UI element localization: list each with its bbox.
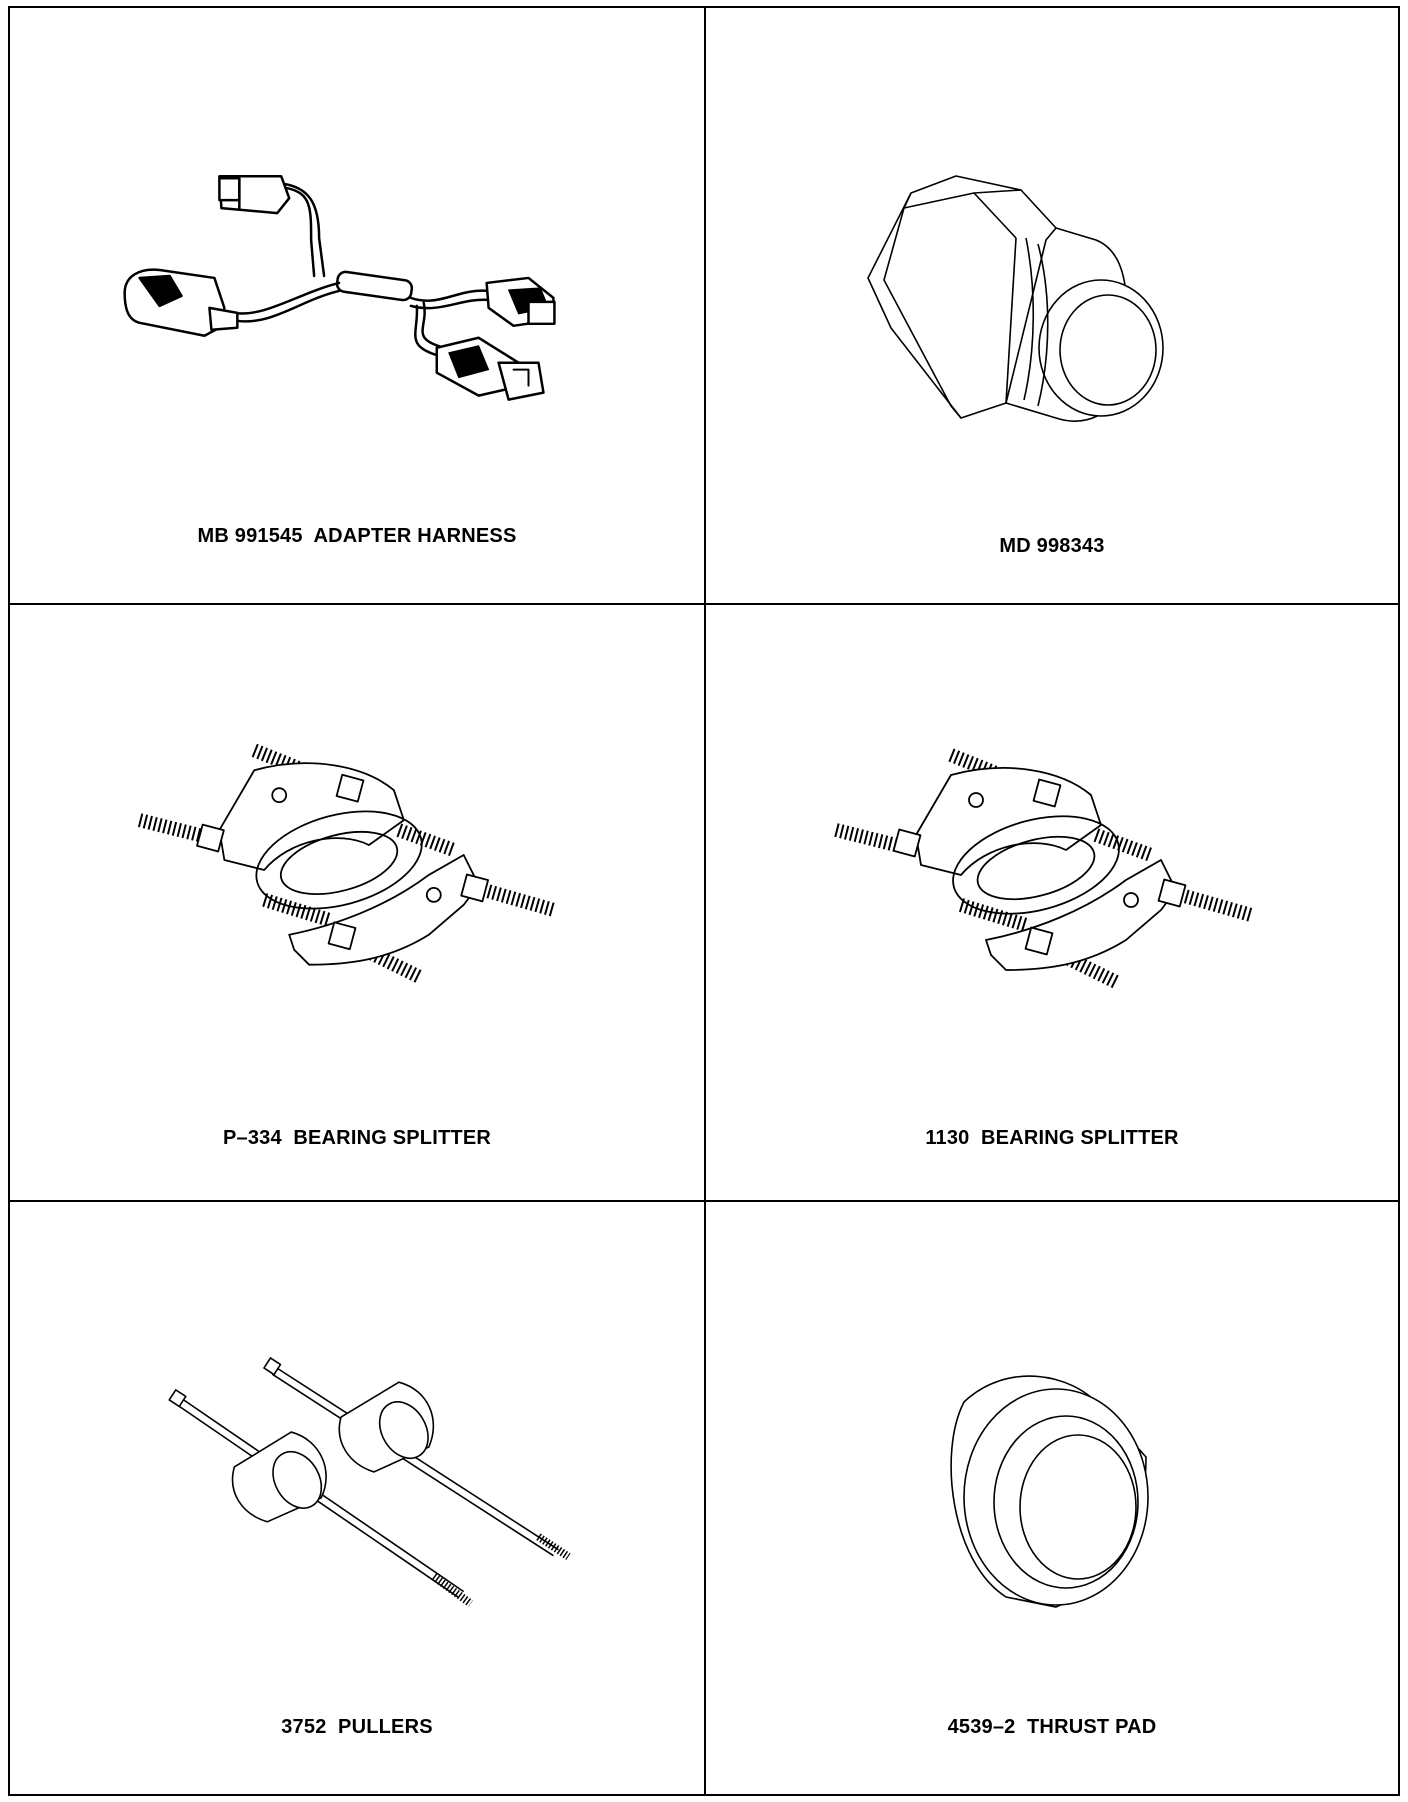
tool-caption: P–334 BEARING SPLITTER xyxy=(223,1127,491,1149)
hex-adapter-icon xyxy=(706,8,1398,508)
tool-cell-p334-bearing-splitter: P–334 BEARING SPLITTER xyxy=(10,605,706,1202)
tool-caption: 3752 PULLERS xyxy=(281,1716,433,1738)
tool-cell-md-998343: MD 998343 xyxy=(706,8,1398,605)
bearing-splitter-icon xyxy=(706,605,1398,1105)
tool-cell-4539-2-thrust-pad: 4539–2 THRUST PAD xyxy=(706,1202,1398,1794)
tool-illustration-sheet: MB 991545 ADAPTER HARNESS MD 998343 xyxy=(8,6,1400,1796)
tool-caption: 4539–2 THRUST PAD xyxy=(947,1716,1157,1738)
tool-cell-3752-pullers: 3752 PULLERS xyxy=(10,1202,706,1794)
adapter-harness-icon xyxy=(10,8,704,508)
bearing-splitter-icon xyxy=(10,605,704,1105)
thrust-pad-icon xyxy=(706,1202,1398,1702)
tool-cell-adapter-harness: MB 991545 ADAPTER HARNESS xyxy=(10,8,706,605)
tool-caption: 1130 BEARING SPLITTER xyxy=(925,1127,1179,1149)
tool-caption: MD 998343 xyxy=(999,535,1105,557)
tool-cell-1130-bearing-splitter: 1130 BEARING SPLITTER xyxy=(706,605,1398,1202)
pullers-icon xyxy=(10,1202,704,1702)
tool-caption: MB 991545 ADAPTER HARNESS xyxy=(197,525,517,547)
